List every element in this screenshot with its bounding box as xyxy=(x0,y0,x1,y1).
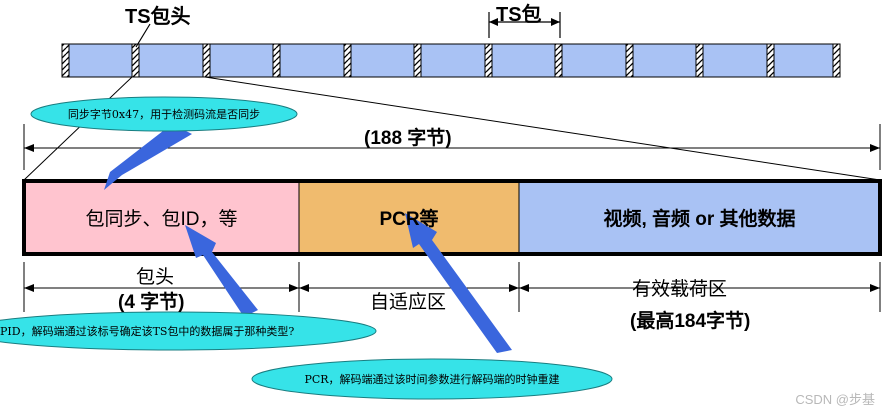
total-bytes-label: (188 字节) xyxy=(364,128,452,149)
header-bytes-label: (4 字节) xyxy=(118,292,185,313)
pcr-callout-bubble xyxy=(251,358,613,400)
sync-byte-marker xyxy=(554,43,563,78)
pid-callout-text: PID，解码端通过该标号确定该TS包中的数据属于那种类型? xyxy=(0,325,295,338)
packet-outline xyxy=(22,179,882,256)
ts-packet-bracket xyxy=(488,12,561,38)
sync-callout-arrow xyxy=(104,124,192,190)
sync-byte-marker xyxy=(832,43,841,78)
sync-byte-marker xyxy=(61,43,70,78)
adaptation-name-label: 自适应区 xyxy=(370,292,447,313)
segment-dimensions xyxy=(23,262,881,312)
sync-byte-marker xyxy=(766,43,775,78)
payload-bytes-label: (最高184字节) xyxy=(630,311,751,332)
sync-byte-marker xyxy=(272,43,281,78)
sync-byte-marker xyxy=(625,43,634,78)
sync-byte-marker xyxy=(131,43,140,78)
ts-header-label: TS包头 xyxy=(125,6,191,28)
pid-callout-bubble xyxy=(0,311,377,351)
payload-segment-text: 视频, 音频 or 其他数据 xyxy=(603,209,796,230)
sync-byte-marker xyxy=(695,43,704,78)
sync-callout-bubble xyxy=(30,96,298,132)
ts-stream-background xyxy=(61,43,840,78)
sync-byte-marker xyxy=(343,43,352,78)
zoom-line-right xyxy=(204,76,881,181)
ts-header-pointer xyxy=(135,23,151,48)
header-segment-text: 包同步、包ID，等 xyxy=(85,209,238,230)
ts-stream-strip xyxy=(61,43,841,78)
zoom-line-left xyxy=(23,76,133,181)
sync-markers xyxy=(61,43,841,78)
payload-segment xyxy=(518,180,881,255)
sync-byte-marker xyxy=(484,43,493,78)
pcr-callout-text: PCR，解码端通过该时间参数进行解码端的时钟重建 xyxy=(304,373,560,386)
adaptation-segment-text: PCR等 xyxy=(379,209,439,230)
sync-byte-marker xyxy=(202,43,211,78)
payload-name-label: 有效载荷区 xyxy=(632,279,728,300)
pid-callout-arrow xyxy=(185,225,258,317)
header-name-label: 包头 xyxy=(136,267,175,288)
pcr-callout-arrow xyxy=(405,213,512,353)
watermark: CSDN @步基 xyxy=(795,392,875,407)
sync-callout-text: 同步字节0x47，用于检测码流是否同步 xyxy=(67,108,261,121)
ts-packet-label: TS包 xyxy=(496,4,542,26)
sync-byte-marker xyxy=(413,43,422,78)
header-segment xyxy=(23,180,300,255)
